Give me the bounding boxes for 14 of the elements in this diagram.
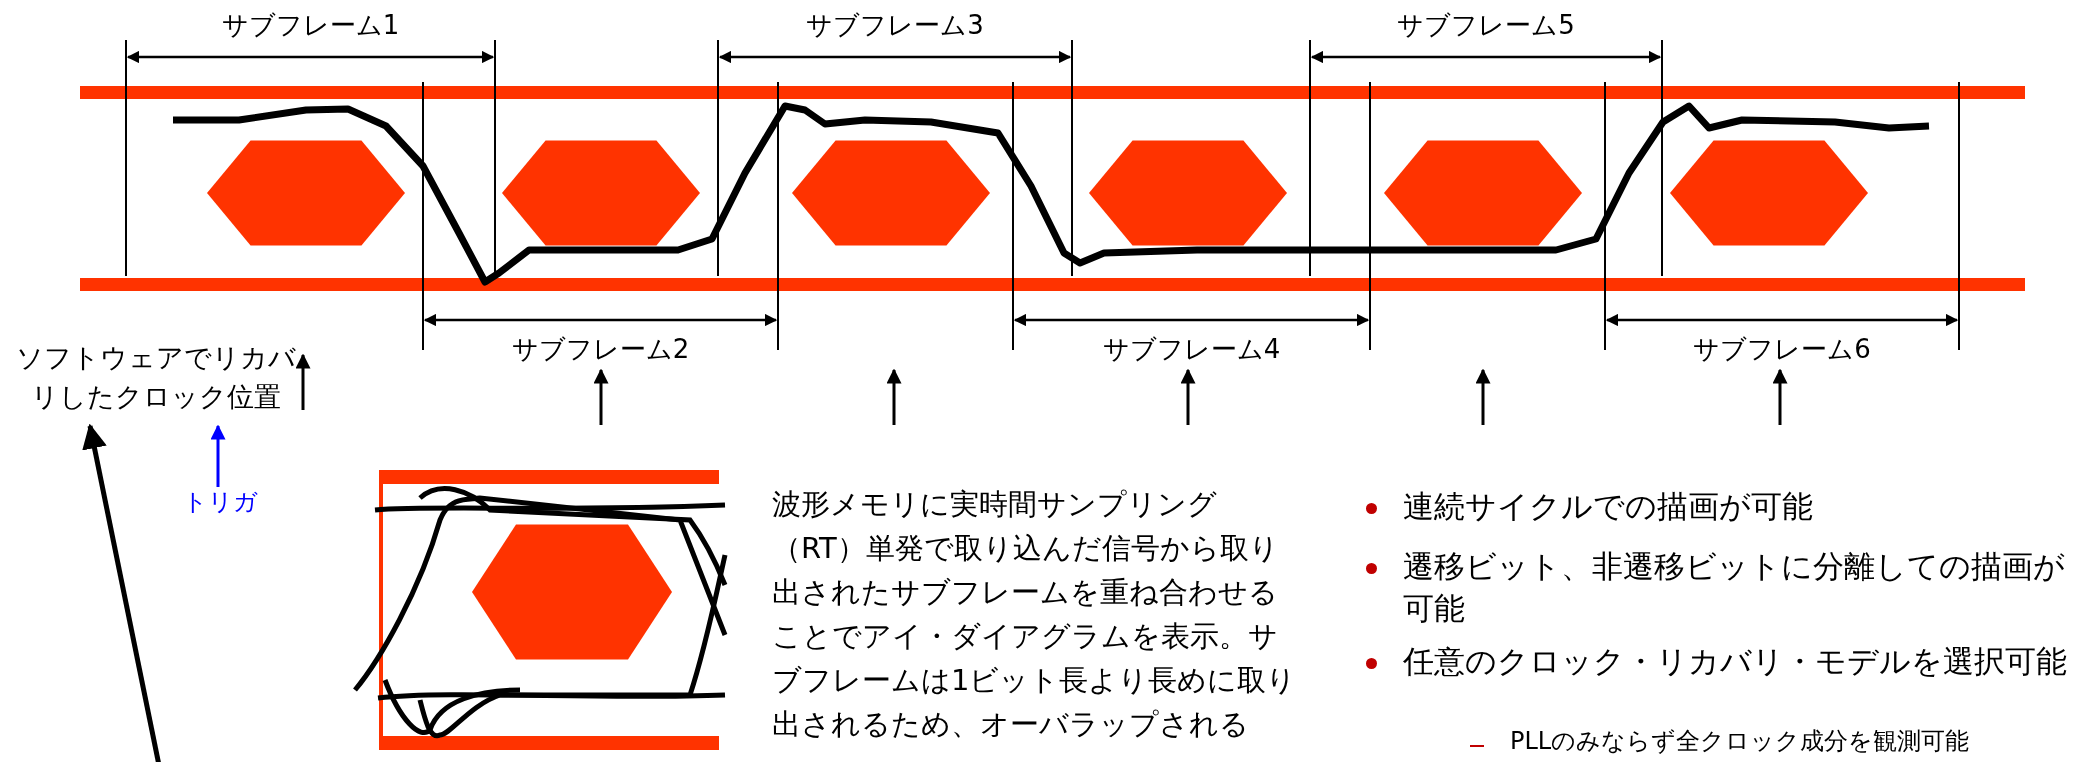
bullet-text: 遷移ビット、非遷移ビットに分離しての描画が可能 — [1403, 547, 2066, 628]
subframe-label: サブフレーム6 — [1693, 333, 1871, 366]
bullet-text: 連続サイクルでの描画が可能 — [1403, 487, 1814, 526]
trigger-label: トリガ — [160, 485, 280, 520]
clock-position-label: ソフトウェアでリカバリしたクロック位置 — [10, 338, 302, 417]
sub-bullet-text: PLLのみならず全クロック成分を観測可能 — [1510, 726, 1970, 757]
subframe-label: サブフレーム3 — [806, 9, 984, 42]
arrow — [210, 424, 226, 487]
subframe-label: サブフレーム5 — [1397, 9, 1575, 42]
subframe-label: サブフレーム4 — [1102, 333, 1281, 366]
description-text: 波形メモリに実時間サンプリング（RT）単発で取り込んだ信号から取り出されたサブフレームを重ね合わせることでアイ・ダイアグラムを表示。サブフレームは1ビット長より長めに取り出されるため、オーバラップされる — [772, 486, 1298, 743]
subframe-label: サブフレーム2 — [511, 333, 690, 366]
subframe-label: サブフレーム1 — [221, 9, 400, 42]
bullet-text: 任意のクロック・リカバリ・モデルを選択可能 — [1403, 642, 2068, 681]
